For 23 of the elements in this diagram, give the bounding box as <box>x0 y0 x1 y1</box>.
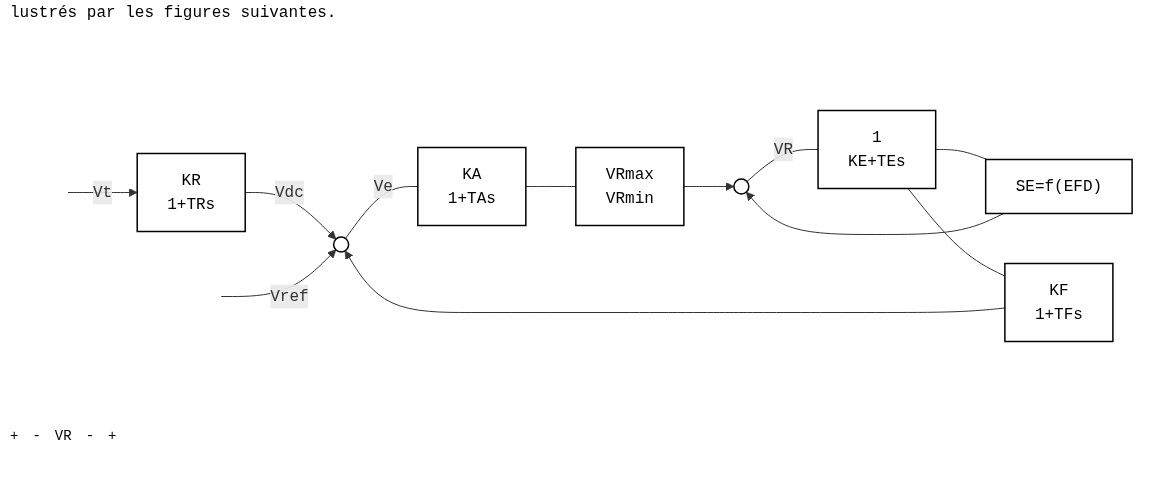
connector <box>935 149 988 160</box>
arrow <box>683 182 735 191</box>
node-circle <box>332 236 350 253</box>
edge-label: Ve <box>373 177 393 196</box>
node-circle <box>733 178 750 195</box>
signal-label: - <box>85 428 95 444</box>
node-box: KA 1+TAs <box>417 146 527 227</box>
text-fragment: lustrés par les figures suivantes. <box>10 4 337 22</box>
signal-label: VR <box>54 428 72 444</box>
connector <box>746 149 819 183</box>
node-box: VRmax VRmin <box>575 146 685 227</box>
edge-label: VR <box>773 140 794 159</box>
node-box: KR 1+TRs <box>136 152 246 233</box>
node-box: KF 1+TFs <box>1004 262 1114 343</box>
signal-label: + <box>10 428 19 444</box>
node-box: SE=f(EFD) <box>984 158 1133 215</box>
edge-label: Vt <box>93 183 113 202</box>
arrow <box>745 191 1005 235</box>
edge-label: Vref <box>270 287 309 306</box>
node-box: 1 KE+TEs <box>817 109 937 190</box>
signal-label: - <box>32 428 41 444</box>
edge-label: Vdc <box>275 183 304 202</box>
signal-label: + <box>108 428 117 444</box>
